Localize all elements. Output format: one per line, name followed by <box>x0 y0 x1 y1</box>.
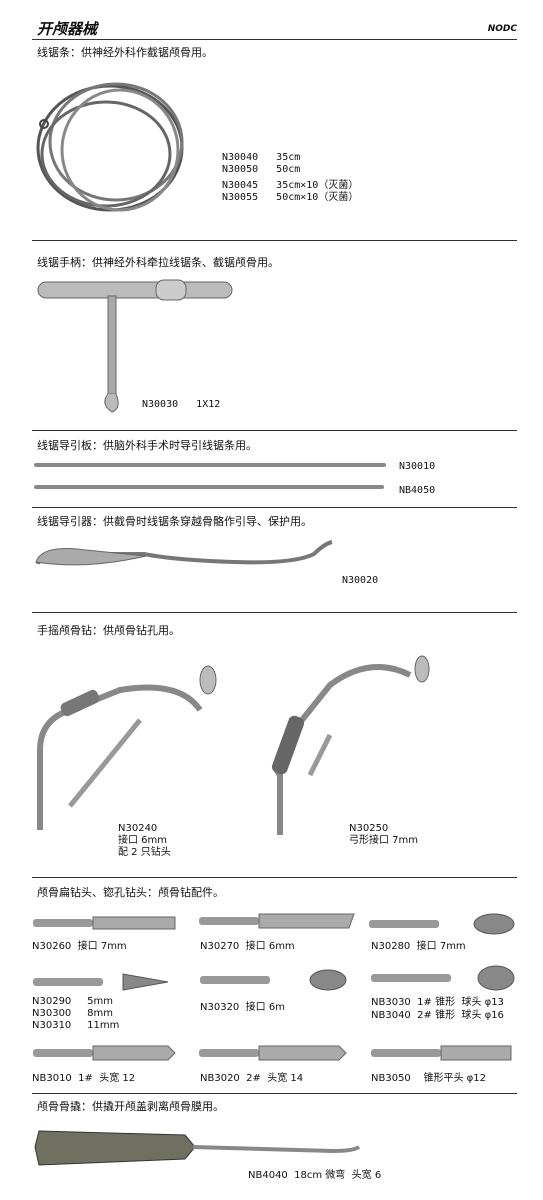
guide-plate-image <box>34 463 386 489</box>
wire-saw-code-4: N30055 50cm×10（灭菌） <box>222 192 359 203</box>
bit-nb3010-label: NB3010 1# 头宽 12 <box>32 1073 136 1084</box>
hand-drill-right-spec: 弓形接口 7mm <box>349 835 419 846</box>
wire-saw-image <box>36 82 184 212</box>
saw-handle-code: N30030 1X12 <box>142 399 221 410</box>
guide-code: N30020 <box>342 575 379 586</box>
guide-plate-description: 线锯导引板：供脑外科手术时导引线锯条用。 <box>37 439 257 452</box>
bit-n30290-label: N30290 5mm <box>32 996 114 1007</box>
bit-nb3030-label: NB3030 1# 锥形 球头 φ13 <box>371 997 504 1008</box>
divider-6 <box>32 1093 517 1094</box>
bit-nb3050-label: NB3050 锥形平头 φ12 <box>371 1073 487 1084</box>
guide-plate-code-1: N30010 <box>399 461 436 472</box>
bit-n30270-label: N30270 接口 6mm <box>200 941 295 952</box>
saw-handle-image <box>37 279 233 413</box>
brand-label: NODC <box>487 24 517 34</box>
bit-nb3030-image <box>371 965 515 991</box>
wire-saw-code-3: N30045 35cm×10（灭菌） <box>222 180 359 191</box>
bit-n30280-label: N30280 接口 7mm <box>371 941 466 952</box>
elevator-image <box>34 1130 361 1166</box>
bit-nb3050-image <box>371 1045 512 1061</box>
divider-5 <box>32 877 517 878</box>
bit-n30320-label: N30320 接口 6m <box>200 1002 285 1013</box>
hand-drill-left-extra: 配 2 只钻头 <box>118 847 171 858</box>
saw-handle-description: 线锯手柄：供神经外科牵拉线锯条、截锯颅骨用。 <box>37 256 279 269</box>
bit-nb3040-label: NB3040 2# 锥形 球头 φ16 <box>371 1010 504 1021</box>
bit-nb3020-label: NB3020 2# 头宽 14 <box>200 1073 304 1084</box>
hand-drill-left-spec: 接口 6mm <box>118 835 168 846</box>
bit-nb3010-image <box>33 1045 176 1061</box>
bit-n30280-image <box>369 913 515 935</box>
bit-n30270-image <box>199 913 355 929</box>
header-divider <box>32 39 517 40</box>
divider-2 <box>32 430 517 431</box>
bits-description: 颅骨扁钻头、锪孔钻头：颅骨钻配件。 <box>37 886 224 899</box>
guide-plate-code-2: NB4050 <box>399 485 436 496</box>
bit-n30260-image <box>33 916 176 930</box>
bit-n30290-image <box>33 973 169 991</box>
bit-n30320-image <box>200 969 347 991</box>
hand-drill-right-code: N30250 <box>349 823 389 834</box>
wire-saw-code-1: N30040 35cm <box>222 152 301 163</box>
bit-n30300-label: N30300 8mm <box>32 1008 114 1019</box>
guide-image <box>35 540 333 566</box>
divider-3 <box>32 507 517 508</box>
guide-description: 线锯导引器：供截骨时线锯条穿越骨骼作引导、保护用。 <box>37 515 312 528</box>
hand-drill-right-image <box>271 655 430 835</box>
divider-1 <box>32 240 517 241</box>
bit-n30310-label: N30310 11mm <box>32 1020 120 1031</box>
hand-drill-description: 手摇颅骨钻：供颅骨钻孔用。 <box>37 624 180 637</box>
wire-saw-code-2: N30050 50cm <box>222 164 301 175</box>
elevator-description: 颅骨骨撬：供撬开颅盖剥离颅骨膜用。 <box>37 1100 224 1113</box>
elevator-code: NB4040 18cm 微弯 头宽 6 <box>248 1170 382 1181</box>
hand-drill-left-code: N30240 <box>118 823 158 834</box>
hand-drill-left-image <box>37 665 217 830</box>
page-title: 开颅器械 <box>37 20 98 38</box>
wire-saw-description: 线锯条：供神经外科作截锯颅骨用。 <box>37 46 213 59</box>
divider-4 <box>32 612 517 613</box>
bit-nb3020-image <box>199 1045 347 1061</box>
bit-n30260-label: N30260 接口 7mm <box>32 941 127 952</box>
